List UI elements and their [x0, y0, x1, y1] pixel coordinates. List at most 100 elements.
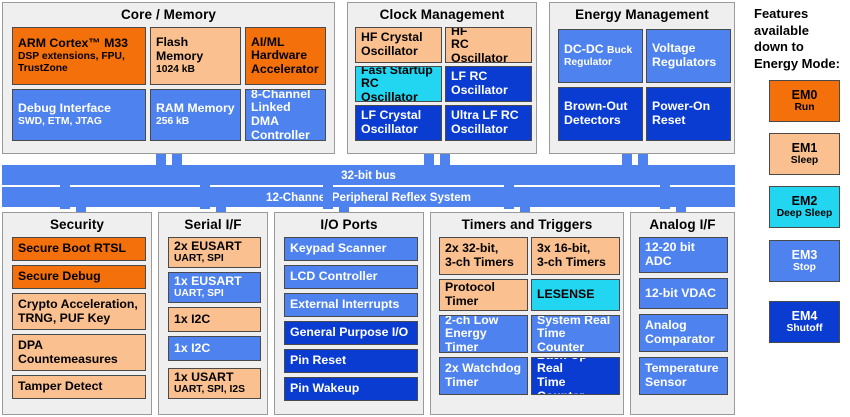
block-2ch-low-energy-timer[interactable]: 2-ch Low Energy Timer — [439, 315, 528, 353]
block-hf-crystal-oscillator[interactable]: HF Crystal Oscillator — [355, 27, 442, 63]
block-title: LCD Controller — [290, 269, 378, 284]
block-title: HF RC Oscillator — [451, 27, 508, 63]
block-1x-eusart[interactable]: 1x EUSART UART, SPI — [168, 272, 261, 303]
block-crypto-acceleration[interactable]: Crypto Acceleration, TRNG, PUF Key — [12, 293, 146, 330]
block-arm-cortex-m33[interactable]: ARM Cortex™ M33 DSP extensions, FPU, Tru… — [12, 27, 146, 85]
bus-stub-energy-left — [622, 154, 632, 167]
section-title: Security — [49, 217, 105, 232]
block-2x-eusart[interactable]: 2x EUSART UART, SPI — [168, 237, 261, 268]
block-debug-interface[interactable]: Debug Interface SWD, ETM, JTAG — [12, 89, 146, 141]
block-general-purpose-io[interactable]: General Purpose I/O — [284, 321, 418, 345]
bus-stub-security-left — [60, 185, 70, 209]
block-power-on-reset[interactable]: Power-On Reset — [646, 87, 731, 141]
block-tamper-detect[interactable]: Tamper Detect — [12, 375, 146, 399]
bus-label: 32-bit bus — [341, 168, 396, 182]
block-hf-rc-oscillator[interactable]: HF RC Oscillator — [445, 27, 532, 63]
bus-32bit: 32-bit bus — [2, 165, 735, 185]
bus-stub-timers-left — [504, 185, 514, 209]
block-3x-16bit-timers[interactable]: 3x 16-bit, 3-ch Timers — [531, 237, 620, 275]
block-lf-rc-oscillator[interactable]: LF RC Oscillator — [445, 66, 532, 102]
block-title: 8-Channel Linked DMA Controller — [251, 89, 311, 141]
block-title: Ultra LF RC Oscillator — [451, 108, 519, 136]
block-grid: 2x 32-bit, 3-ch Timers 3x 16-bit, 3-ch T… — [434, 237, 620, 407]
block-grid: 2x EUSART UART, SPI 1x EUSART UART, SPI … — [162, 237, 264, 407]
block-subtitle: UART, SPI, I2S — [174, 384, 245, 396]
block-title: LF Crystal Oscillator — [361, 108, 422, 136]
block-title: DC-DC — [564, 42, 608, 56]
block-1x-usart[interactable]: 1x USART UART, SPI, I2S — [168, 368, 261, 399]
block-lcd-controller[interactable]: LCD Controller — [284, 265, 418, 289]
block-title: LESENSE — [537, 287, 595, 302]
section-title: Core / Memory — [120, 7, 217, 22]
block-dpa-countermeasures[interactable]: DPA Countemeasures — [12, 334, 146, 371]
block-title: External Interrupts — [290, 297, 400, 312]
block-linked-dma-controller[interactable]: 8-Channel Linked DMA Controller — [245, 89, 326, 141]
block-voltage-regulators[interactable]: Voltage Regulators — [646, 29, 731, 83]
bus-label: 12-Channel Peripheral Reflex System — [266, 190, 471, 204]
block-fast-startup-rc-oscillator[interactable]: Fast Startup RC Oscillator — [355, 66, 442, 102]
block-title: Tamper Detect — [18, 379, 103, 394]
block-title: LF RC Oscillator — [451, 69, 508, 97]
block-title: Flash Memory — [156, 35, 204, 63]
block-ultra-lf-rc-oscillator[interactable]: Ultra LF RC Oscillator — [445, 105, 532, 141]
block-vdac[interactable]: 12-bit VDAC — [639, 278, 728, 309]
block-title: Pin Wakeup — [290, 381, 360, 396]
block-pin-wakeup[interactable]: Pin Wakeup — [284, 377, 418, 401]
block-2x-watchdog-timer[interactable]: 2x Watchdog Timer — [439, 357, 528, 395]
section-clock-management: Clock Management HF Crystal Oscillator H… — [347, 2, 537, 154]
block-subtitle: 1024 kB — [156, 63, 195, 75]
section-core-memory: Core / Memory ARM Cortex™ M33 DSP extens… — [2, 2, 335, 154]
block-1x-i2c-em3[interactable]: 1x I2C — [168, 336, 261, 361]
block-grid: Secure Boot RTSL Secure Debug Crypto Acc… — [6, 237, 148, 407]
legend-item-em0[interactable]: EM0 Run — [769, 80, 840, 122]
legend-item-em4[interactable]: EM4 Shutoff — [769, 301, 840, 343]
block-backup-rtc[interactable]: Back-Up Real Time Counter — [531, 357, 620, 395]
legend-item-em1[interactable]: EM1 Sleep — [769, 133, 840, 175]
legend-item-em3[interactable]: EM3 Stop — [769, 240, 840, 282]
block-ram-memory[interactable]: RAM Memory 256 kB — [150, 89, 241, 141]
block-ai-ml-accelerator[interactable]: AI/ML Hardware Accelerator — [245, 27, 326, 85]
block-keypad-scanner[interactable]: Keypad Scanner — [284, 237, 418, 261]
block-title: System Real Time Counter — [537, 315, 611, 353]
bus-stub-io-left — [323, 185, 333, 209]
block-pin-reset[interactable]: Pin Reset — [284, 349, 418, 373]
block-analog-comparator[interactable]: Analog Comparator — [639, 314, 728, 352]
block-lf-crystal-oscillator[interactable]: LF Crystal Oscillator — [355, 105, 442, 141]
legend-state: Stop — [793, 262, 816, 273]
block-lesense[interactable]: LESENSE — [531, 279, 620, 311]
section-title: Energy Management — [575, 7, 709, 22]
block-title: Pin Reset — [290, 353, 347, 368]
section-timers-triggers: Timers and Triggers 2x 32-bit, 3-ch Time… — [430, 212, 624, 415]
block-system-rtc[interactable]: System Real Time Counter — [531, 315, 620, 353]
legend-mode: EM2 — [791, 194, 818, 208]
block-flash-memory[interactable]: Flash Memory 1024 kB — [150, 27, 241, 85]
block-title: Keypad Scanner — [290, 241, 387, 256]
block-brown-out-detectors[interactable]: Brown-Out Detectors — [558, 87, 643, 141]
block-temperature-sensor[interactable]: Temperature Sensor — [639, 357, 728, 395]
block-subtitle: UART, SPI — [174, 288, 224, 300]
block-grid: HF Crystal Oscillator HF RC Oscillator F… — [351, 27, 533, 147]
section-title: I/O Ports — [320, 217, 378, 232]
block-subtitle: UART, SPI — [174, 253, 224, 265]
block-title: 2-ch Low Energy Timer — [445, 315, 499, 353]
bus-peripheral-reflex-system: 12-Channel Peripheral Reflex System — [2, 187, 735, 207]
block-adc[interactable]: 12-20 bit ADC — [639, 237, 728, 273]
block-grid: 12-20 bit ADC 12-bit VDAC Analog Compara… — [634, 237, 731, 407]
block-external-interrupts[interactable]: External Interrupts — [284, 293, 418, 317]
block-title: HF Crystal Oscillator — [361, 30, 423, 58]
block-title: Power-On Reset — [652, 99, 711, 127]
block-dcdc-buck-regulator[interactable]: DC-DC Buck Regulator — [558, 29, 643, 83]
block-title: Secure Boot RTSL — [18, 241, 126, 256]
block-secure-debug[interactable]: Secure Debug — [12, 265, 146, 289]
section-title: Clock Management — [379, 7, 505, 22]
block-protocol-timer[interactable]: Protocol Timer — [439, 279, 528, 311]
block-2x-32bit-timers[interactable]: 2x 32-bit, 3-ch Timers — [439, 237, 528, 275]
block-secure-boot-rtsl[interactable]: Secure Boot RTSL — [12, 237, 146, 261]
block-title: Crypto Acceleration, TRNG, PUF Key — [18, 296, 138, 325]
block-title: AI/ML Hardware Accelerator — [251, 34, 319, 76]
legend-item-em2[interactable]: EM2 Deep Sleep — [769, 186, 840, 228]
block-title: 2x EUSART — [174, 238, 242, 253]
section-title: Serial I/F — [184, 217, 242, 232]
block-1x-i2c-em1[interactable]: 1x I2C — [168, 307, 261, 332]
block-subtitle: Buck Regulator — [564, 45, 633, 68]
